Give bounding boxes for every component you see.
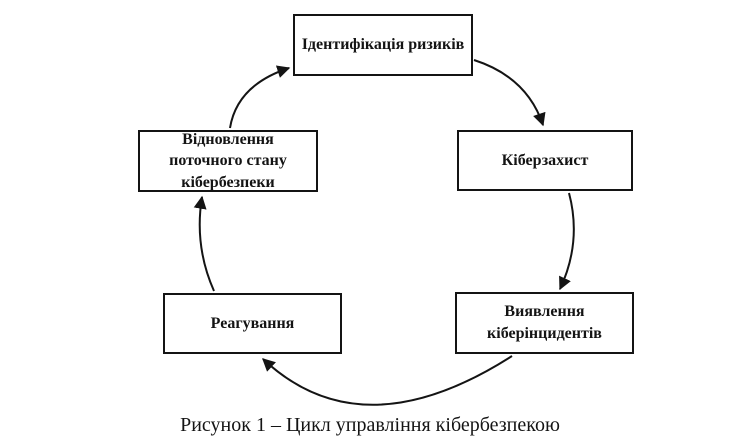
node-incident-detection-label: Виявлення кіберінцидентів [487, 303, 602, 342]
node-cyber-defense: Кіберзахист [457, 130, 633, 191]
figure-caption: Рисунок 1 – Цикл управління кібербезпеко… [180, 414, 560, 436]
arrow-recovery-to-risk [229, 65, 291, 129]
node-response-label: Реагування [210, 314, 295, 332]
node-risk-identification-label: Ідентифікація ризиків [301, 36, 465, 54]
arrow-detection-to-response [262, 355, 513, 406]
node-risk-identification: Ідентифікація ризиків [293, 14, 473, 76]
arrow-response-to-recovery [193, 195, 215, 292]
arrow-risk-to-defense [473, 59, 546, 127]
node-recovery-label: Відновлення поточного стану кібербезпеки [169, 130, 287, 191]
node-recovery: Відновлення поточного стану кібербезпеки [138, 130, 318, 192]
node-incident-detection: Виявлення кіберінцидентів [455, 292, 634, 354]
node-cyber-defense-label: Кіберзахист [501, 151, 589, 169]
node-response: Реагування [163, 293, 342, 354]
arrow-defense-to-detection [559, 192, 575, 291]
